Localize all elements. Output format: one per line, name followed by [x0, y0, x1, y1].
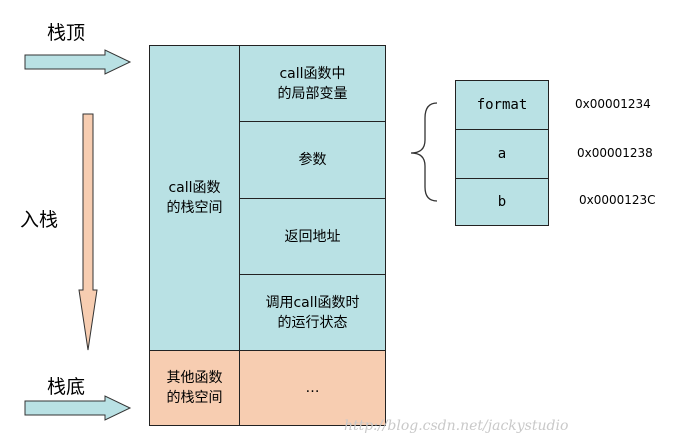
- return-address-cell: 返回地址: [239, 198, 386, 275]
- parameters-cell: 参数: [239, 121, 386, 199]
- param-row-a: a: [455, 129, 549, 179]
- stack-bottom-arrow: [24, 395, 132, 421]
- stack-bottom-label: 栈底: [47, 376, 86, 398]
- call-stack-space: call函数 的栈空间: [149, 45, 240, 351]
- local-variables-cell: call函数中 的局部变量: [239, 45, 386, 122]
- params-brace: [410, 102, 438, 202]
- address-format: 0x00001234: [575, 97, 651, 111]
- param-row-b: b: [455, 178, 549, 226]
- param-row-format: format: [455, 80, 549, 130]
- address-a: 0x00001238: [577, 146, 653, 160]
- push-label: 入栈: [20, 209, 59, 231]
- stack-top-arrow: [24, 49, 132, 75]
- address-b: 0x0000123C: [579, 193, 656, 207]
- push-arrow: [78, 113, 98, 351]
- caller-state-cell: 调用call函数时 的运行状态: [239, 274, 386, 351]
- watermark: http://blog.csdn.net/jackystudio: [344, 418, 569, 434]
- stack-top-label: 栈顶: [47, 22, 86, 44]
- other-functions-space: 其他函数 的栈空间: [149, 350, 240, 426]
- ellipsis-cell: …: [239, 350, 386, 426]
